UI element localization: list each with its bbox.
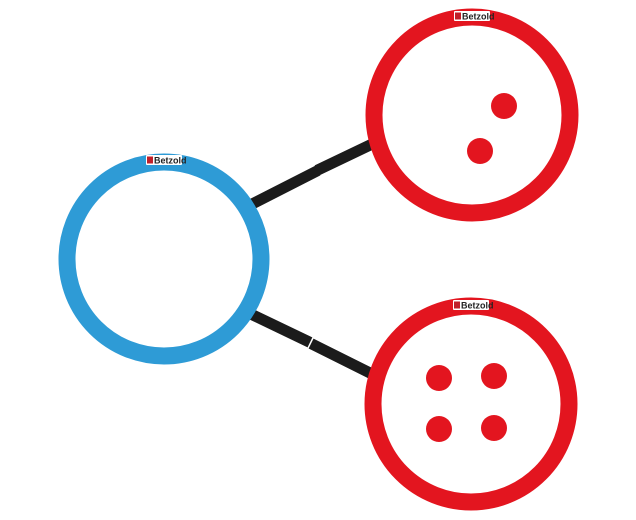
brand-logo-icon	[454, 301, 460, 309]
counters-bottom	[426, 363, 507, 442]
counter	[481, 415, 507, 441]
connector-upper-dash-2	[314, 138, 376, 176]
part-ring-bottom	[364, 297, 578, 511]
whole-ring	[58, 153, 270, 365]
part-ring-top	[365, 8, 579, 222]
part-circle-top: Betzold	[365, 8, 579, 222]
brand-tag-whole: Betzold	[146, 155, 187, 166]
connector-upper-dash-1	[248, 165, 321, 210]
brand-logo-icon	[147, 156, 153, 164]
connector-lower	[249, 309, 376, 380]
counter	[467, 138, 493, 164]
connector-lower-dash-1	[249, 309, 313, 348]
brand-tag-whole-bg	[146, 155, 182, 165]
brand-tag-whole-label: Betzold	[154, 156, 187, 166]
counter	[491, 93, 517, 119]
brand-tag-top: Betzold	[454, 11, 495, 22]
connector-upper	[248, 138, 376, 210]
brand-logo-icon	[455, 12, 461, 20]
whole-circle: Betzold	[58, 153, 270, 365]
counters-top	[467, 93, 517, 164]
counter	[481, 363, 507, 389]
brand-tag-bottom-label: Betzold	[461, 301, 494, 311]
brand-tag-top-bg	[454, 11, 490, 21]
counter	[426, 416, 452, 442]
brand-tag-top-label: Betzold	[462, 12, 495, 22]
connector-lower-dash-2	[308, 338, 376, 380]
brand-tag-bottom-bg	[453, 300, 489, 310]
brand-tag-bottom: Betzold	[453, 300, 494, 311]
counter	[426, 365, 452, 391]
part-circle-bottom: Betzold	[364, 297, 578, 511]
